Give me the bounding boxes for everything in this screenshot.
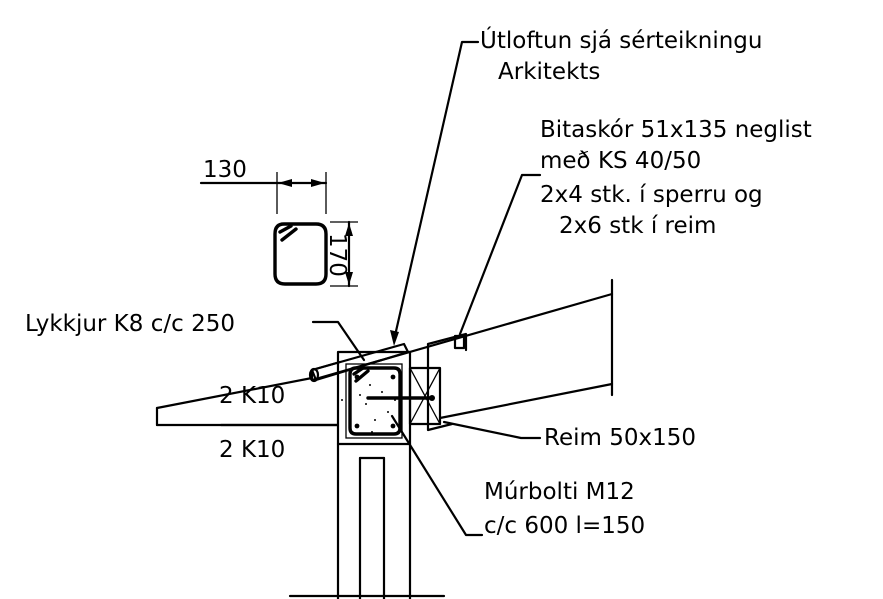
arrow-utloftun <box>390 330 399 346</box>
leader-lykkjur <box>311 320 366 362</box>
plate-diag-2 <box>409 367 441 425</box>
label-utloftun-1: Útloftun sjá sérteikningu <box>480 26 762 54</box>
label-rebar-bottom: 2 K10 <box>219 437 285 463</box>
wall-plate-and-hanger <box>366 332 468 432</box>
stirrup-detail: 130 170 <box>199 157 358 288</box>
rafter-bottom-edge <box>438 382 614 420</box>
joist-hanger <box>426 332 468 432</box>
width-dimension-label: 130 <box>203 157 247 183</box>
label-rebar-top: 2 K10 <box>219 383 285 409</box>
leader-bitaskor <box>458 173 542 336</box>
stirrup-outline <box>273 222 328 286</box>
label-utloftun-2: Arkitekts <box>498 59 600 85</box>
leader-murbolti <box>390 414 484 537</box>
width-arrow-right <box>311 179 325 187</box>
ring-beam-inner <box>345 363 403 439</box>
label-bitaskor-1: Bitaskór 51x135 neglist <box>540 117 812 143</box>
width-arrow-left <box>278 179 292 187</box>
leader-utloftun <box>392 40 480 342</box>
height-arrow-top <box>345 223 353 236</box>
label-murbolti-2: c/c 600 l=150 <box>484 513 645 539</box>
beam-stirrup <box>348 366 402 436</box>
rebar-top-right <box>390 374 396 380</box>
height-dimension-label: 170 <box>324 233 350 277</box>
beam-stirrup-hook <box>352 366 370 383</box>
label-bitaskor-4: 2x6 stk í reim <box>559 213 716 239</box>
ventilation-detail <box>308 342 410 383</box>
label-bitaskor-2: með KS 40/50 <box>540 148 701 174</box>
leader-reim <box>442 420 542 440</box>
wall <box>288 442 446 599</box>
hanger-tab <box>453 334 466 350</box>
rebar-bottom-right <box>390 423 396 429</box>
height-arrow-bottom <box>345 272 353 285</box>
label-lykkjur: Lykkjur K8 c/c 250 <box>25 311 235 337</box>
anchor-bolt-head <box>429 395 435 401</box>
label-reim: Reim 50x150 <box>544 425 696 451</box>
wall-plate-reim <box>408 366 442 426</box>
label-murbolti-1: Múrbolti M12 <box>484 479 635 505</box>
labels: Útloftun sjá sérteikningu Arkitekts Bita… <box>25 26 812 539</box>
leaders <box>219 40 542 537</box>
soffit-top-line <box>155 376 314 410</box>
rebar-top-left <box>354 374 360 380</box>
vent-pipe <box>310 342 410 382</box>
rebar-bottom-left <box>354 423 360 429</box>
label-bitaskor-3: 2x4 stk. í sperru og <box>540 182 763 208</box>
stirrup-hook <box>278 224 298 242</box>
vent-pipe-end <box>308 367 320 383</box>
